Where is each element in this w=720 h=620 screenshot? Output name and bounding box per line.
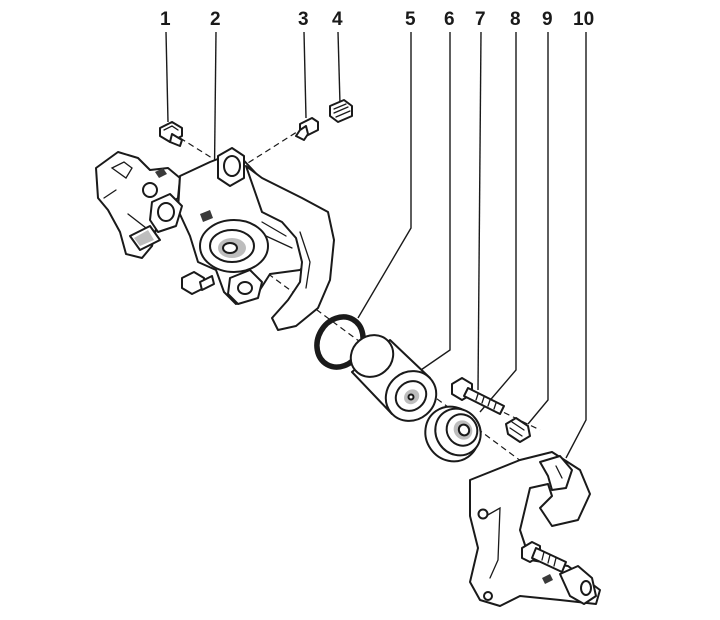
part-10-carrier-bracket xyxy=(469,451,601,607)
callout-10: 10 xyxy=(573,9,594,30)
part-3-bleed-screw xyxy=(295,117,319,141)
part-4-dust-cap xyxy=(329,99,353,123)
callout-numbers: 1 2 3 4 5 6 7 8 9 10 xyxy=(160,9,594,30)
leader-8 xyxy=(479,32,517,413)
callout-4: 4 xyxy=(332,9,343,30)
leader-4 xyxy=(337,31,341,105)
part-7-guide-bolt xyxy=(451,377,505,415)
part-1-bolt xyxy=(159,121,183,147)
leader-3 xyxy=(303,31,307,119)
callout-3: 3 xyxy=(298,9,309,30)
callout-8: 8 xyxy=(510,9,521,30)
leader-lines xyxy=(165,31,587,459)
leader-5 xyxy=(357,32,412,319)
leader-9 xyxy=(527,32,549,425)
callout-5: 5 xyxy=(405,9,416,30)
part-9-guide-sleeve xyxy=(505,417,531,443)
leader-6 xyxy=(417,32,451,373)
callout-9: 9 xyxy=(542,9,553,30)
callout-1: 1 xyxy=(160,9,171,30)
callout-2: 2 xyxy=(210,9,221,30)
part-6-piston xyxy=(349,334,438,422)
leader-1 xyxy=(165,31,169,123)
part-8-dust-boot xyxy=(424,405,482,463)
leader-7 xyxy=(477,31,482,391)
leader-10 xyxy=(565,32,587,459)
callout-6: 6 xyxy=(444,9,455,30)
part-2-caliper-housing xyxy=(95,147,335,331)
callout-7: 7 xyxy=(475,9,486,30)
